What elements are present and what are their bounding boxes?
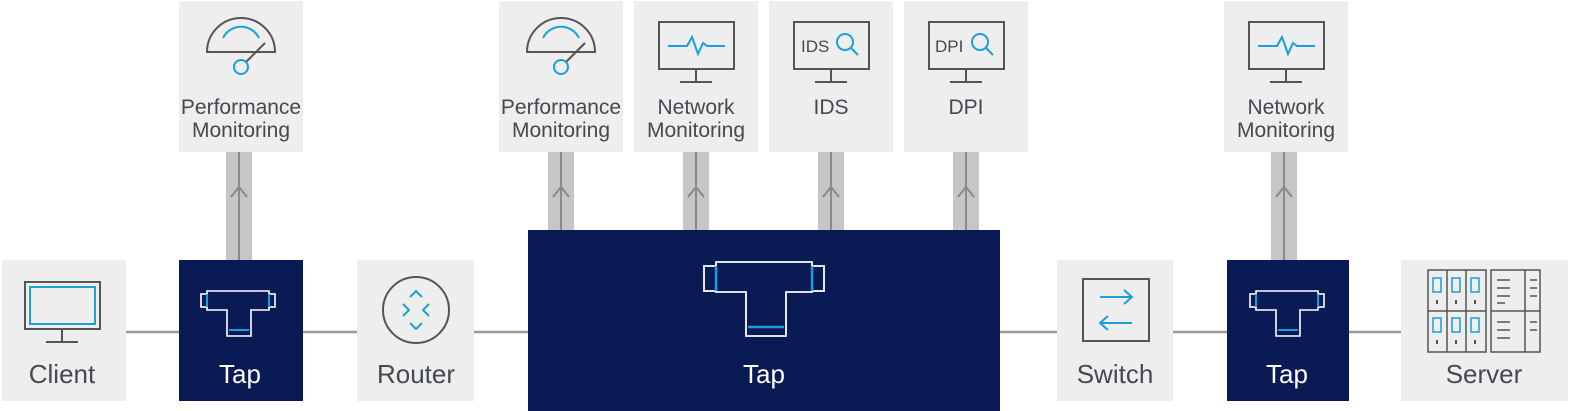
tool-label-line2: Monitoring bbox=[647, 119, 745, 142]
tool-network-monitoring-1: Network Monitoring bbox=[634, 1, 758, 152]
connector-dpi bbox=[953, 152, 979, 230]
node-label: Client bbox=[29, 359, 96, 389]
router-icon bbox=[382, 276, 450, 344]
tool-label-line1: Network bbox=[657, 96, 735, 119]
search-monitor-icon bbox=[928, 21, 1005, 83]
tap-icon bbox=[1249, 290, 1325, 337]
tool-label-line2: Monitoring bbox=[192, 119, 290, 142]
gauge-icon bbox=[525, 17, 597, 75]
connector-netmon2 bbox=[1271, 152, 1297, 260]
node-label: Tap bbox=[1266, 359, 1308, 389]
tool-label-line1: Performance bbox=[181, 96, 301, 119]
node-label: Tap bbox=[219, 359, 261, 389]
monitor-icon bbox=[24, 281, 101, 343]
tool-network-monitoring-2: Network Monitoring bbox=[1224, 1, 1348, 152]
tap-icon bbox=[703, 261, 825, 337]
tool-label-line2: Monitoring bbox=[1237, 119, 1335, 142]
node-switch: Switch bbox=[1057, 260, 1173, 401]
node-tap-main: Tap bbox=[528, 230, 1000, 411]
tool-label-line1: IDS bbox=[813, 96, 848, 119]
tool-label-line1: Network bbox=[1247, 96, 1325, 119]
connector-netmon1 bbox=[683, 152, 709, 230]
connector-ids bbox=[818, 152, 844, 230]
node-client: Client bbox=[2, 260, 126, 401]
node-server: Server bbox=[1401, 260, 1568, 401]
node-tap-1: Tap bbox=[179, 260, 303, 401]
tool-label-line2: Monitoring bbox=[512, 119, 610, 142]
pulse-monitor-icon bbox=[658, 21, 735, 83]
icon-text: IDS bbox=[801, 37, 829, 56]
tool-label-line1: DPI bbox=[948, 96, 983, 119]
switch-icon bbox=[1082, 278, 1150, 342]
pulse-monitor-icon bbox=[1248, 21, 1325, 83]
tool-ids: IDS IDS bbox=[769, 1, 893, 152]
server-rack-icon bbox=[1427, 269, 1541, 353]
connector-perf2 bbox=[548, 152, 574, 230]
tool-performance-monitoring-2: Performance Monitoring bbox=[499, 1, 623, 152]
gauge-icon bbox=[205, 17, 277, 75]
connector-perf1 bbox=[226, 152, 252, 260]
tool-performance-monitoring-1: Performance Monitoring bbox=[179, 1, 303, 152]
tool-label-line1: Performance bbox=[501, 96, 621, 119]
node-label: Router bbox=[377, 359, 455, 389]
node-label: Server bbox=[1446, 359, 1523, 389]
search-monitor-icon bbox=[793, 21, 870, 83]
node-tap-3: Tap bbox=[1227, 260, 1349, 401]
node-label: Tap bbox=[743, 359, 785, 389]
tool-dpi: DPI DPI bbox=[904, 1, 1028, 152]
node-router: Router bbox=[357, 260, 474, 401]
tap-icon bbox=[200, 290, 276, 337]
node-label: Switch bbox=[1077, 359, 1154, 389]
monitor-connectors bbox=[226, 152, 1297, 260]
icon-text: DPI bbox=[935, 37, 963, 56]
